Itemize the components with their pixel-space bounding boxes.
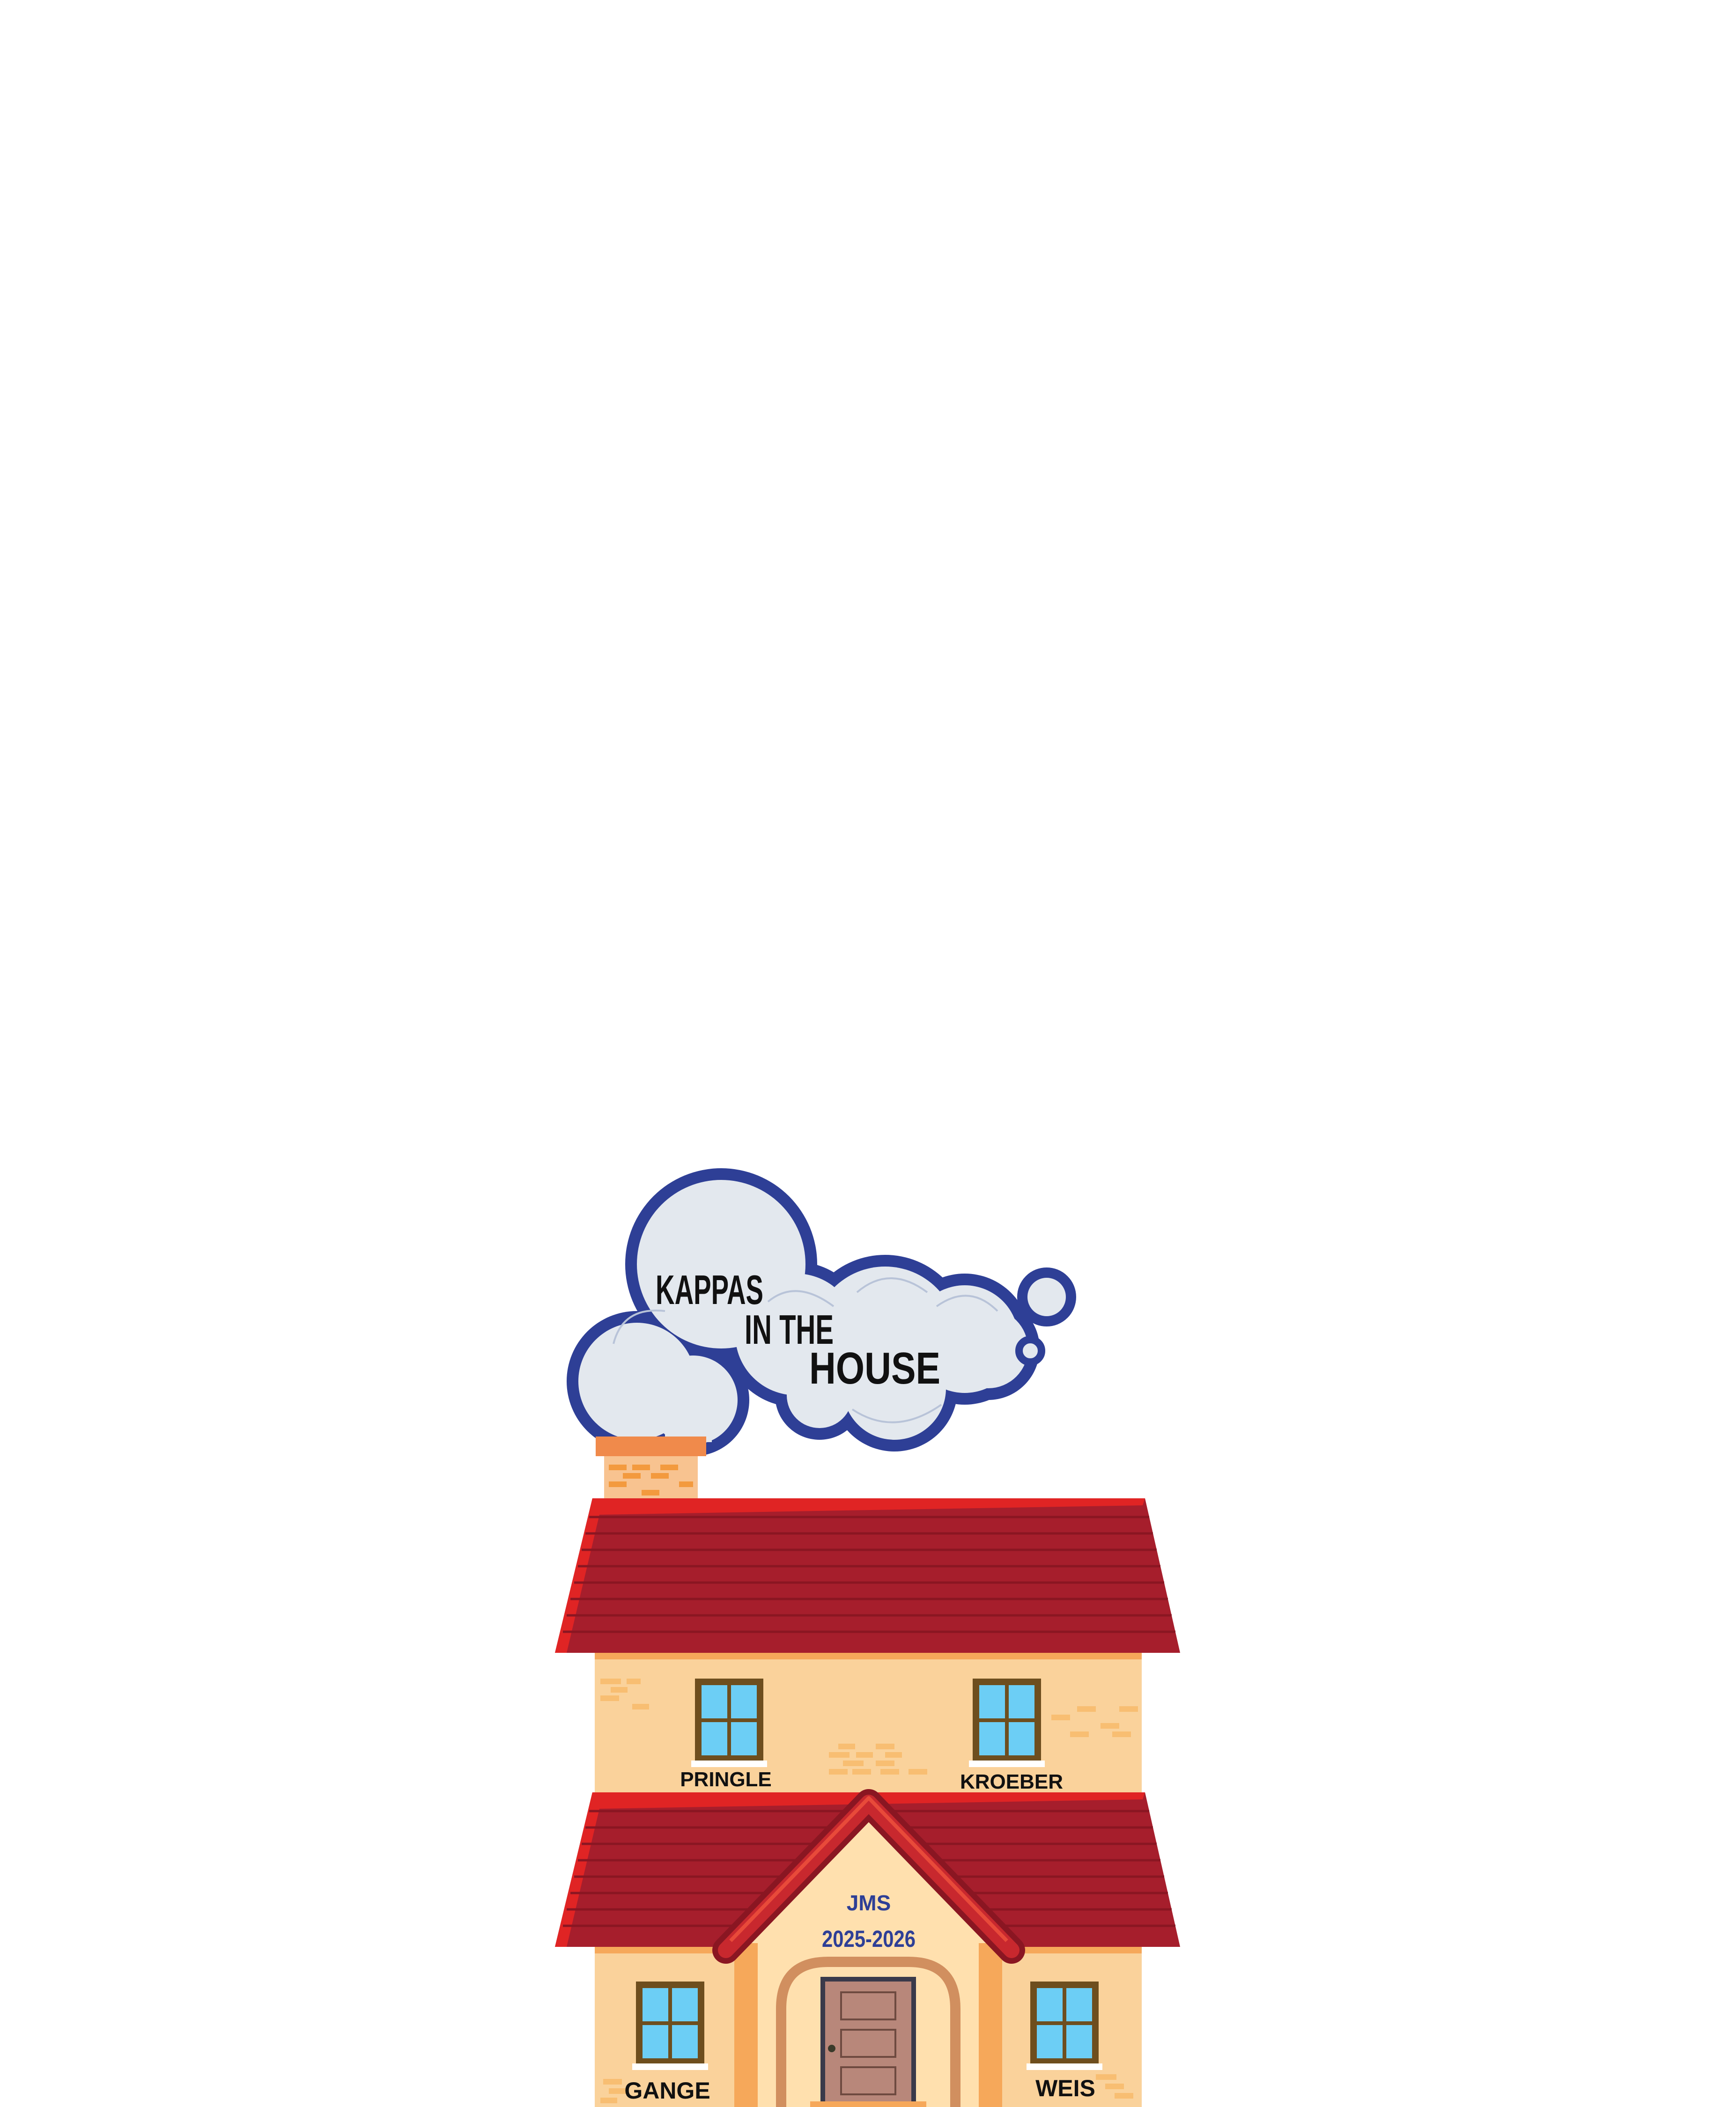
room-label-gange: GANGE bbox=[624, 2078, 710, 2104]
cloud-title-line1: KAPPAS bbox=[656, 1267, 763, 1313]
room-label-pringle: PRINGLE bbox=[680, 1768, 772, 1791]
room-label-kroeber: KROEBER bbox=[960, 1770, 1063, 1793]
window-lower-right bbox=[1027, 1982, 1102, 2070]
cloud-title-line3: HOUSE bbox=[809, 1343, 940, 1393]
cloud-bubble-large bbox=[1017, 1267, 1076, 1326]
upper-roof bbox=[555, 1498, 1180, 1653]
cloud-bubble-small bbox=[1015, 1336, 1045, 1366]
chimney bbox=[596, 1437, 706, 1498]
window-upper-right bbox=[969, 1679, 1045, 1767]
cloud-title-line2: IN THE bbox=[745, 1306, 834, 1353]
upper-wall: PRINGLE KROEBER bbox=[595, 1653, 1142, 1793]
gable-initials: JMS bbox=[847, 1891, 891, 1915]
gable-years: 2025-2026 bbox=[822, 1926, 916, 1952]
room-label-weis: WEIS bbox=[1035, 2075, 1095, 2101]
window-lower-left bbox=[632, 1982, 708, 2070]
front-door bbox=[820, 1977, 916, 2107]
window-upper-left bbox=[691, 1679, 767, 1767]
porch-pillar-left bbox=[734, 1943, 758, 2107]
lower-wall: GANGE WEIS bbox=[595, 1943, 1142, 2107]
door-knob bbox=[828, 2045, 835, 2052]
porch-pillar-right bbox=[979, 1943, 1002, 2107]
smoke-cloud: KAPPAS IN THE HOUSE bbox=[567, 1168, 1076, 1456]
door-arch bbox=[776, 1957, 960, 2107]
front-gable: JMS 2025-2026 bbox=[712, 1789, 1025, 1964]
